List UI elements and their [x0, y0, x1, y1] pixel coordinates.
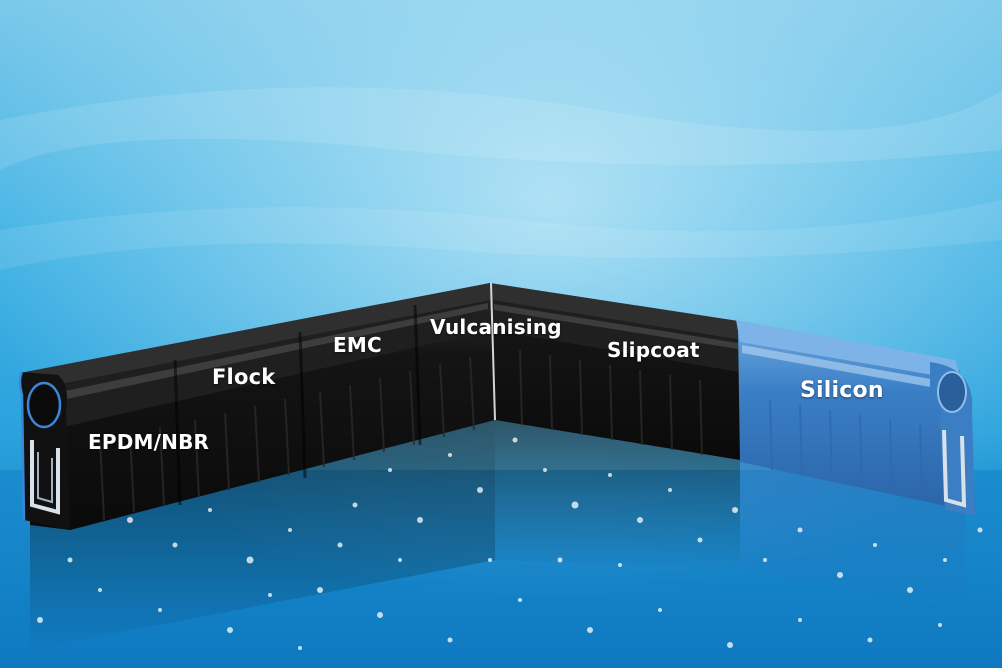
material-label-silicon: Silicon [800, 378, 884, 403]
segment-divider [173, 359, 182, 506]
mitre-joint-line [490, 282, 496, 421]
right-end-metal-clip [942, 429, 967, 508]
silicon-profile-face [738, 328, 965, 510]
left-end-inner-clip [37, 452, 53, 504]
water-droplets [37, 437, 983, 650]
silicon-profile-top-bead [736, 320, 962, 380]
left-end-bulb-hole [26, 381, 62, 429]
material-label-vulcanising: Vulcanising [430, 315, 562, 339]
cloud-streak [0, 200, 1002, 270]
material-label-emc: EMC [333, 333, 382, 357]
material-label-slipcoat: Slipcoat [607, 338, 700, 362]
material-label-flock: Flock [212, 365, 276, 389]
left-end-metal-clip [30, 440, 60, 515]
right-profile-reflection [495, 420, 740, 570]
right-profile-top-bead [490, 283, 745, 340]
right-end-bulb-hole [937, 371, 967, 413]
cloud-streak [0, 87, 1002, 170]
left-profile-bulb [40, 300, 492, 430]
segment-divider [413, 304, 422, 446]
segment-divider [298, 331, 307, 479]
silicon-profile-bulb-shine [742, 345, 958, 392]
left-profile-bulb-shine [60, 303, 488, 400]
left-profile-ribs [99, 356, 475, 521]
left-profile-reflection [30, 420, 495, 650]
left-end-outline [18, 371, 26, 521]
right-profile-bulb-shine [494, 304, 738, 349]
silicon-reflection [740, 450, 965, 610]
silicon-profile-ribs [769, 399, 923, 501]
material-label-epdm-nbr: EPDM/NBR [88, 430, 210, 454]
right-profile-ribs [519, 349, 703, 456]
